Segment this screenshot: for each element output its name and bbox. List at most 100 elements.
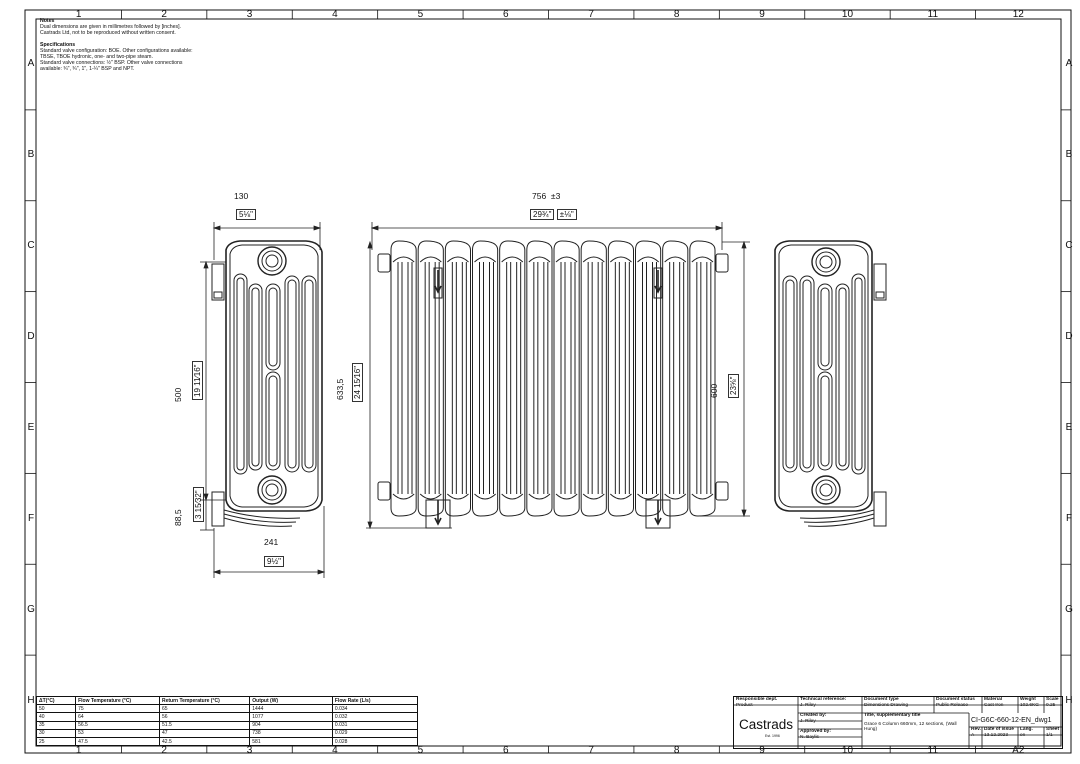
value-technical-ref: J. Riley <box>800 702 816 708</box>
notes-line: Castrads Ltd, not to be reproduced witho… <box>40 30 176 37</box>
dim-overall-height-mm: 633,5 <box>335 378 345 400</box>
dim-side-height-in: 19 11⁄16" <box>192 361 203 400</box>
table-cell: 40 <box>35 712 77 722</box>
dim-length-in: 29¾" ±⅛" <box>530 209 577 220</box>
table-cell: 75 <box>75 704 160 714</box>
zone-column-label: A2 <box>1012 745 1025 756</box>
notes-block: Notes Dual dimensions are given in milli… <box>40 18 210 73</box>
zone-column-label: 3 <box>246 745 253 756</box>
table-cell: 0.034 <box>331 704 419 714</box>
table-cell: 738 <box>249 728 333 738</box>
zone-row-label: B <box>27 149 35 161</box>
castrads-logo: Castrads <box>739 717 794 732</box>
zone-column-label: 6 <box>503 745 509 756</box>
document-number: CI-G6C-660-12-EN_dwg1 <box>971 717 1052 724</box>
zone-row-label: C <box>1065 240 1073 252</box>
spec-line: Standard valve connections: ½" BSP. Othe… <box>40 60 183 67</box>
value-responsible-dept: Product <box>736 702 753 708</box>
value-material: Cast Iron <box>984 702 1004 708</box>
dim-side-height-mm: 500 <box>173 387 183 402</box>
table-cell: 0.031 <box>331 720 419 730</box>
zone-column-label: 7 <box>588 745 594 756</box>
dim-depth-mm: 241 <box>264 537 279 547</box>
title-block: Responsible dept.Product Castrads Est. 1… <box>733 696 1063 749</box>
flow-table-header-cell: Return Temperature (°C) <box>158 695 251 706</box>
table-cell: 35 <box>35 720 77 730</box>
flow-table-header-cell: Flow Rate (L/s) <box>331 695 419 706</box>
zone-column-label: 5 <box>417 745 424 756</box>
label-date: Date of issue <box>984 727 1014 732</box>
castrads-est: Est. 1996 <box>765 734 780 738</box>
zone-row-label: D <box>27 331 35 343</box>
zone-column-label: 10 <box>841 745 854 756</box>
value-document-status: Public Release <box>936 702 968 708</box>
zone-row-label: D <box>1065 331 1073 343</box>
spec-line: available: ¾", ¾", 1", 1-¼" BSP and NPT. <box>40 66 135 73</box>
label-technical-ref: Technical reference: <box>800 697 847 702</box>
flow-table-header: ΔT(°C)Flow Temperature (°C)Return Temper… <box>35 695 419 706</box>
dim-length-mm: 756 ±3 <box>532 191 561 201</box>
spec-line: TBSE, TBOE hydronic, one- and two-pipe s… <box>40 54 153 61</box>
label-rev: Rev. <box>971 727 981 732</box>
table-cell: 1077 <box>249 712 333 722</box>
label-created-by: Created by: <box>800 713 827 718</box>
value-approved-by: N. Baylis <box>800 734 819 740</box>
zone-row-label: F <box>27 512 35 524</box>
zone-column-label: 2 <box>161 8 167 20</box>
zone-column-label: 6 <box>503 8 509 20</box>
zone-column-label: 9 <box>759 8 765 20</box>
zone-row-label: H <box>27 694 35 706</box>
table-cell: 50 <box>35 704 77 714</box>
zone-column-label: 10 <box>841 8 854 20</box>
table-cell: 1444 <box>249 704 333 714</box>
zone-row-label: E <box>1065 421 1073 433</box>
zone-row-label: A <box>27 58 35 70</box>
table-cell: 0.032 <box>331 712 419 722</box>
dim-overall-height-in: 24 15⁄16" <box>352 362 363 402</box>
label-scale: Scale <box>1046 697 1059 702</box>
table-cell: 904 <box>249 720 333 730</box>
value-created-by: J. Riley <box>800 718 816 724</box>
table-cell: 53 <box>75 728 160 738</box>
spec-heading: Specifications <box>40 41 76 48</box>
zone-column-label: 8 <box>673 745 680 756</box>
table-cell: 581 <box>249 736 333 747</box>
dim-foot-mm: 88,5 <box>173 509 183 526</box>
flow-rate-table: ΔT(°C)Flow Temperature (°C)Return Temper… <box>35 695 419 747</box>
dim-side-width-mm: 130 <box>234 191 249 201</box>
value-document-type: Dimensions Drawing <box>864 702 908 708</box>
flow-table-header-cell: ΔT(°C) <box>35 695 77 706</box>
zone-column-label: 1 <box>75 745 82 756</box>
zone-column-label: 9 <box>759 745 765 756</box>
label-title: Title, supplementary title <box>864 713 921 718</box>
spec-line: Standard valve configuration: BOE. Other… <box>40 47 193 54</box>
zone-column-label: 4 <box>332 745 338 756</box>
zone-row-label: C <box>27 240 35 252</box>
zone-column-label: 11 <box>927 745 939 756</box>
zone-row-label: G <box>27 603 35 615</box>
title-block-grid <box>734 697 1062 748</box>
zone-row-label: H <box>1065 694 1073 706</box>
zone-column-label: 3 <box>246 8 253 20</box>
label-approved-by: Approved by: <box>800 729 831 734</box>
front-view <box>377 240 729 529</box>
zone-row-label: G <box>1065 603 1073 615</box>
table-cell: 56 <box>158 712 251 722</box>
table-cell: 47 <box>158 728 251 738</box>
label-lang: Lang. <box>1020 727 1033 732</box>
value-weight: 102.6KG <box>1020 702 1039 708</box>
zone-row-label: E <box>27 421 35 433</box>
table-cell: 51.5 <box>158 720 251 730</box>
zone-column-label: 1 <box>75 8 82 20</box>
zone-column-label: 12 <box>1012 8 1024 20</box>
label-material: Material <box>984 697 1003 702</box>
table-cell: 64 <box>75 712 160 722</box>
label-document-type: Document type <box>864 697 899 702</box>
table-cell: 42.5 <box>158 736 251 747</box>
table-cell: 47.5 <box>75 736 160 747</box>
flow-table-header-cell: Output (W) <box>249 695 333 706</box>
table-cell: 0.029 <box>331 728 419 738</box>
